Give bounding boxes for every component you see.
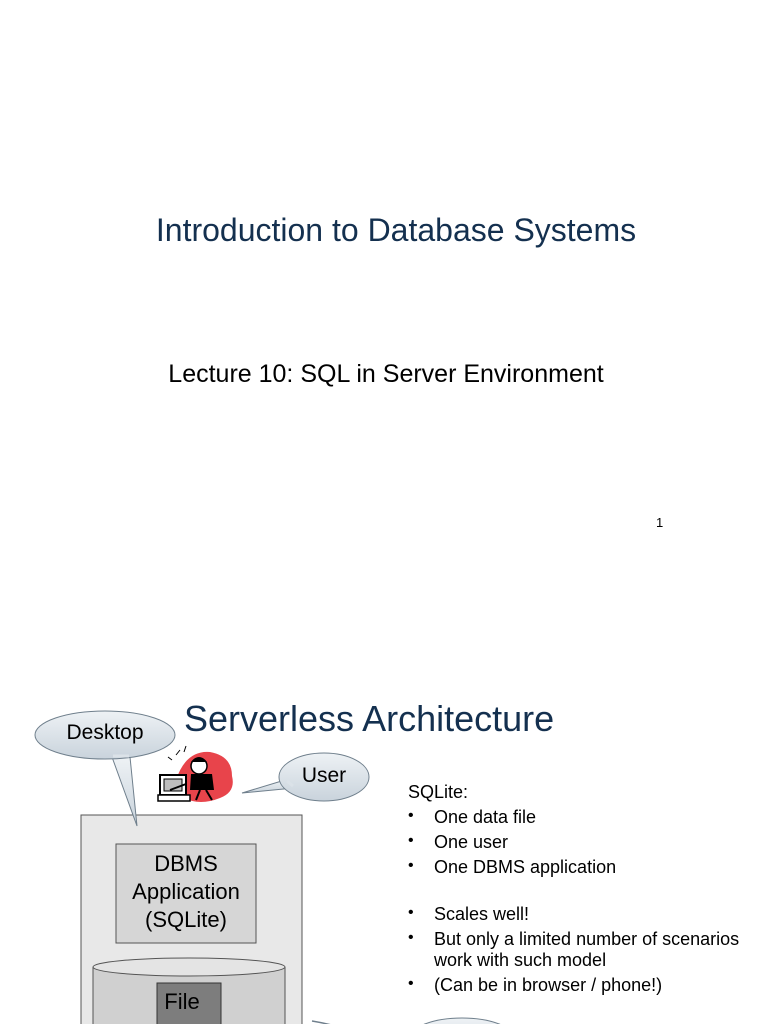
- slide-title: Serverless Architecture: [184, 698, 555, 739]
- list-item: • One data file: [408, 807, 748, 828]
- connector-line: [311, 1020, 331, 1024]
- list-item: • (Can be in browser / phone!): [408, 975, 748, 996]
- list-item-text: One data file: [434, 807, 537, 827]
- bullet-icon: •: [408, 904, 414, 921]
- bullet-icon: •: [408, 857, 414, 874]
- list-item-text: One DBMS application: [434, 857, 617, 877]
- person-at-computer-icon: [157, 745, 233, 802]
- dbms-label-line: Application: [132, 879, 240, 904]
- list-item-text: Scales well!: [434, 904, 530, 924]
- desktop-callout-label: Desktop: [66, 721, 144, 744]
- page-number: 1: [656, 515, 664, 530]
- desktop-callout: [34, 710, 176, 827]
- architecture-diagram: [34, 710, 501, 1024]
- list-item: • But only a limited number of scenarios …: [408, 929, 748, 971]
- user-callout-label: User: [301, 764, 347, 787]
- dbms-label-line: (SQLite): [145, 907, 227, 932]
- dbms-label-line: DBMS: [154, 851, 218, 876]
- bullet-icon: •: [408, 975, 414, 992]
- user-callout: [241, 752, 370, 802]
- notes-heading: SQLite:: [408, 782, 469, 802]
- bullet-list-properties: • One data file • One user • One DBMS appli…: [408, 807, 748, 878]
- list-spacer: [408, 882, 748, 904]
- list-item: • Scales well!: [408, 904, 748, 925]
- list-item: • One user: [408, 832, 748, 853]
- list-item-text: But only a limited number of scenarios w…: [434, 929, 740, 970]
- list-item: • One DBMS application: [408, 857, 748, 878]
- slide-subtitle: Lecture 10: SQL in Server Environment: [168, 360, 604, 388]
- title-slide: Introduction to Database Systems Lecture…: [155, 212, 664, 530]
- dbms-application-box: [115, 843, 257, 944]
- list-item-text: (Can be in browser / phone!): [434, 975, 663, 995]
- dbms-application-label: DBMS Application (SQLite): [116, 850, 256, 934]
- bullet-icon: •: [408, 807, 414, 824]
- bullet-list-tradeoffs: • Scales well! • But only a limited number…: [408, 904, 748, 996]
- list-item-text: One user: [434, 832, 509, 852]
- slide-title: Introduction to Database Systems: [155, 212, 637, 248]
- file-label: File: [164, 989, 200, 1014]
- file-box: [156, 982, 222, 1024]
- partial-callout: [423, 1017, 501, 1024]
- architecture-slide: Serverless Architecture Desktop User DBM…: [0, 640, 768, 1024]
- bullet-icon: •: [408, 832, 414, 849]
- sqlite-notes: SQLite: • One data file • One user • One DB…: [408, 782, 748, 1000]
- bullet-icon: •: [408, 929, 414, 946]
